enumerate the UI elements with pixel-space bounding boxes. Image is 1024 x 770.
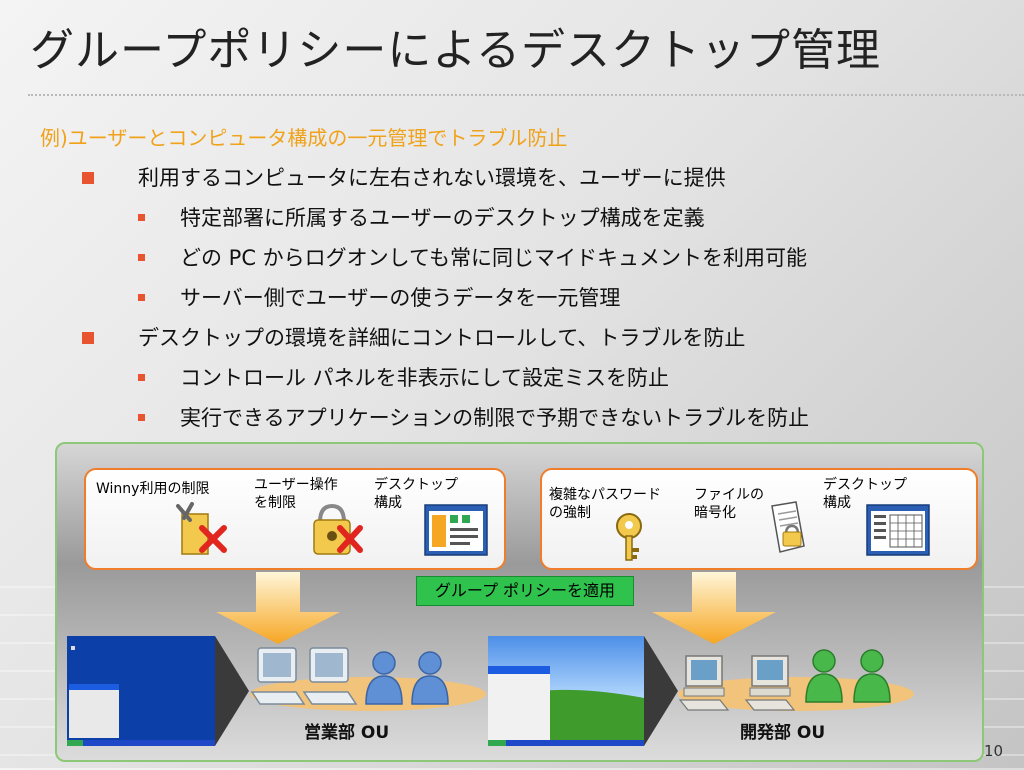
encrypted-file-icon xyxy=(771,501,805,553)
desktop-config-icon-right xyxy=(866,504,930,556)
desktop-config-icon xyxy=(424,504,488,556)
policy-label-user-op-2: を制限 xyxy=(254,495,296,511)
title-divider xyxy=(28,94,1024,96)
bullet-marker xyxy=(82,332,94,344)
key-icon xyxy=(616,513,642,561)
policy-label-user-op: ユーザー操作 xyxy=(254,477,338,493)
projection-connector-right xyxy=(644,636,678,746)
policy-label-desktop: デスクトップ xyxy=(374,477,458,493)
apply-arrow-right xyxy=(652,572,776,644)
page-number: 10 xyxy=(984,742,1004,760)
user-operation-blocked-icon xyxy=(313,503,363,555)
sub-bullet-marker xyxy=(138,254,145,261)
sub-bullet-marker xyxy=(138,214,145,221)
computer-icon xyxy=(250,647,306,705)
desktop-screenshot-left xyxy=(67,636,215,746)
apply-group-policy-label: グループ ポリシーを適用 xyxy=(416,576,634,606)
computer-icon xyxy=(302,647,358,705)
bullet-2-sub-2: 実行できるアプリケーションの制限で予期できないトラブルを防止 xyxy=(180,406,810,430)
winny-blocked-icon xyxy=(176,502,227,555)
bullet-1: 利用するコンピュータに左右されない環境を、ユーザーに提供 xyxy=(138,166,726,190)
bullet-2: デスクトップの環境を詳細にコントロールして、トラブルを防止 xyxy=(138,326,746,350)
bullet-1-sub-2: どの PC からログオンしても常に同じマイドキュメントを利用可能 xyxy=(180,246,807,270)
bullet-2-sub-1: コントロール パネルを非表示にして設定ミスを防止 xyxy=(180,366,670,390)
bullet-marker xyxy=(82,172,94,184)
slide-title: グループポリシーによるデスクトップ管理 xyxy=(30,25,882,76)
desktop-screenshot-right xyxy=(488,636,644,746)
sub-bullet-marker xyxy=(138,294,145,301)
policy-label-password: 複雑なパスワード xyxy=(549,487,661,503)
policy-label-file: ファイルの xyxy=(694,487,764,503)
user-icon xyxy=(365,651,403,705)
policy-label-desktop-r: デスクトップ xyxy=(823,477,907,493)
policy-label-password-2: の強制 xyxy=(549,505,591,521)
policy-label-desktop-r-2: 構成 xyxy=(823,495,851,511)
example-heading: 例)ユーザーとコンピュータ構成の一元管理でトラブル防止 xyxy=(40,126,568,150)
policy-label-file-2: 暗号化 xyxy=(694,505,736,521)
ou-label-sales: 営業部 OU xyxy=(304,723,390,743)
apply-arrow-left xyxy=(216,572,340,644)
ou-label-dev: 開発部 OU xyxy=(740,723,826,743)
bullet-1-sub-3: サーバー側でユーザーの使うデータを一元管理 xyxy=(180,286,621,310)
policy-label-desktop-2: 構成 xyxy=(374,495,402,511)
policy-label-winny: Winny利用の制限 xyxy=(96,481,210,497)
computer-icon xyxy=(678,655,730,711)
user-icon xyxy=(805,649,843,703)
user-icon xyxy=(411,651,449,705)
computer-icon xyxy=(744,655,796,711)
bullet-1-sub-1: 特定部署に所属するユーザーのデスクトップ構成を定義 xyxy=(180,206,705,230)
user-icon xyxy=(853,649,891,703)
sub-bullet-marker xyxy=(138,414,145,421)
projection-connector-left xyxy=(215,636,249,746)
sub-bullet-marker xyxy=(138,374,145,381)
